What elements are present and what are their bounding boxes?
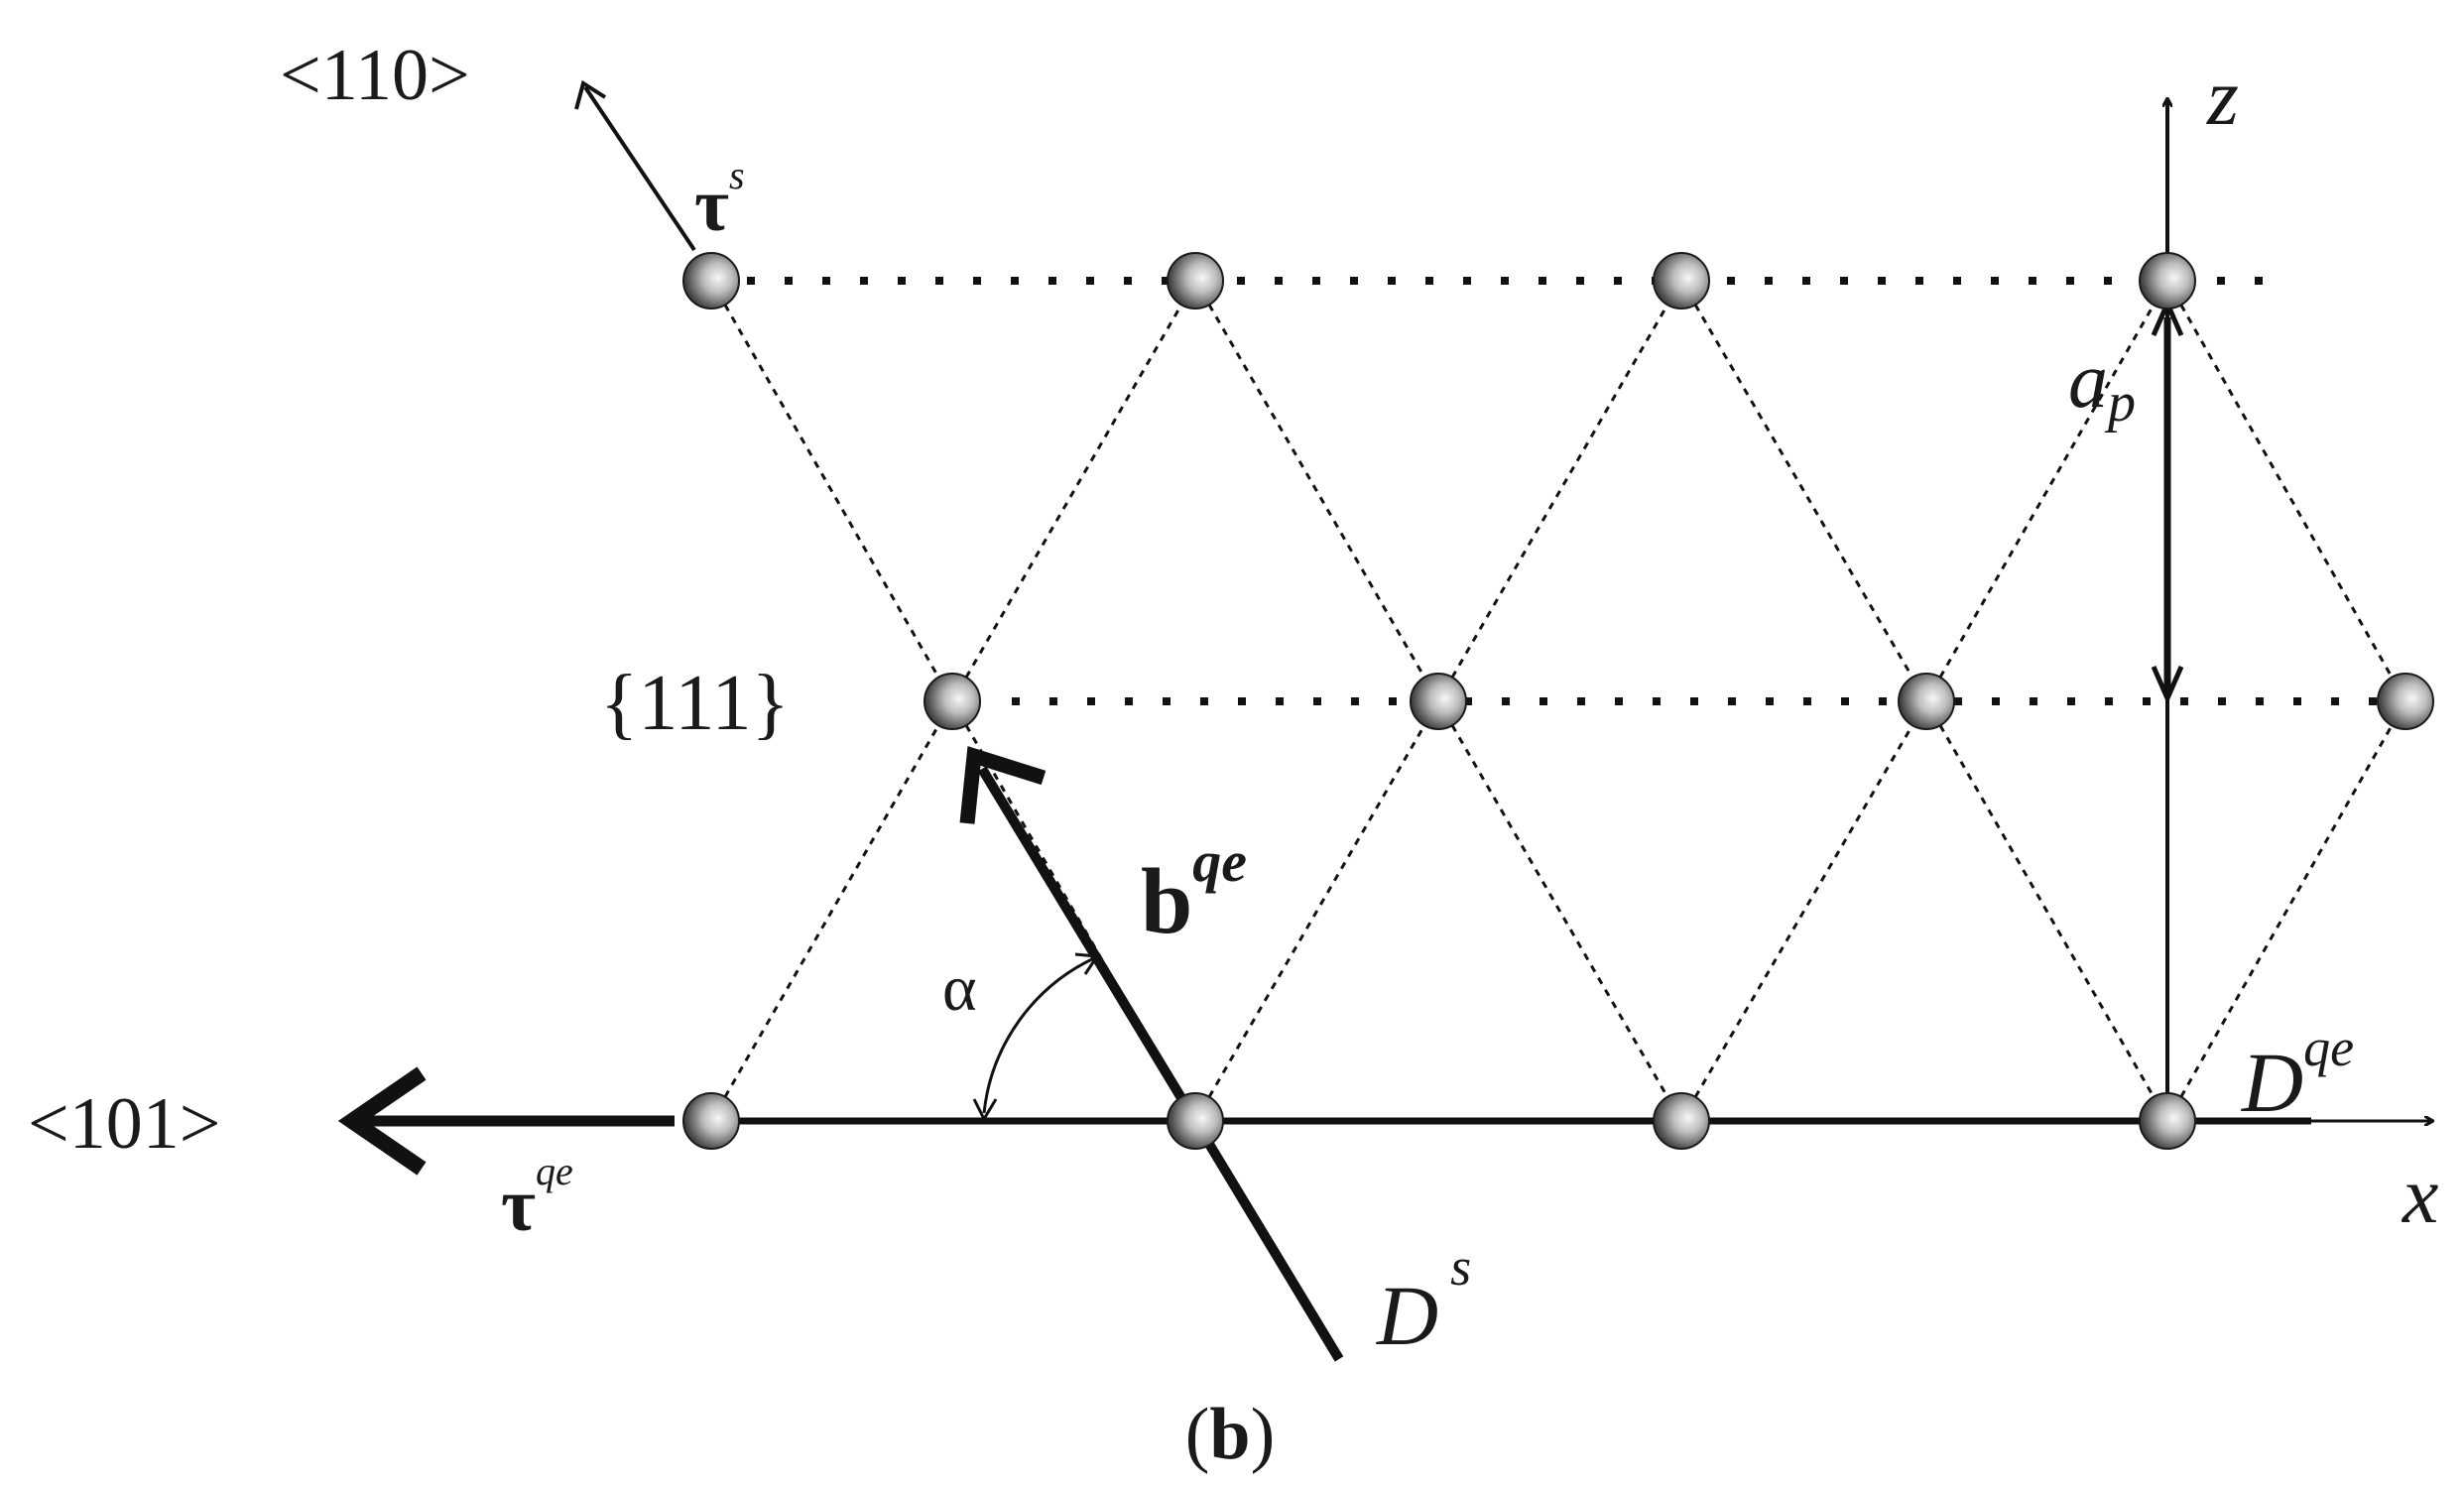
- tau-qe-arrowhead: [337, 1066, 427, 1176]
- atom: [1410, 673, 1467, 730]
- alpha-angle-arc: [982, 955, 1097, 1114]
- tau-s-label: τs: [694, 153, 745, 247]
- atom: [2139, 252, 2196, 310]
- atom: [1167, 1092, 1224, 1150]
- a-p-arrowhead-bottom: [2151, 665, 2184, 705]
- atoms: [682, 252, 2434, 1150]
- tau-s-arrow-line: [583, 85, 696, 252]
- z-axis-label: z: [2206, 52, 2239, 142]
- alpha-arc-arrow-top: [1074, 952, 1100, 975]
- x-axis-label: x: [2402, 1150, 2438, 1240]
- atom: [924, 673, 981, 730]
- panel-label: (b): [1185, 1394, 1275, 1475]
- tau-qe-label: τqe: [501, 1149, 573, 1247]
- b-qe-arrowhead: [959, 746, 1047, 824]
- a-p-label: ap: [2068, 337, 2136, 434]
- b-qe-label: bqe: [1141, 829, 1247, 953]
- atom: [1167, 252, 1224, 310]
- tau-s-arrowhead: [574, 79, 607, 110]
- atom: [1898, 673, 1955, 730]
- d-qe-label: Dqe: [2241, 1018, 2354, 1130]
- alpha-arc-arrow-bottom: [972, 1098, 998, 1123]
- atom: [1653, 252, 1710, 310]
- atomic-rows: [709, 277, 2420, 705]
- alpha-label: α: [942, 952, 977, 1025]
- atom: [2377, 673, 2434, 730]
- atom: [1653, 1092, 1710, 1150]
- plane-111-label: {111}: [600, 660, 790, 747]
- direction-101-label: <101>: [28, 1083, 220, 1165]
- atom: [682, 252, 740, 310]
- d-s-dislocation-line: [1190, 1118, 1344, 1362]
- d-s-label: Ds: [1376, 1237, 1471, 1363]
- b-qe-vector-line: [977, 766, 1200, 1124]
- atom: [682, 1092, 740, 1150]
- atom: [2139, 1092, 2196, 1150]
- direction-110-label: <110>: [280, 35, 470, 116]
